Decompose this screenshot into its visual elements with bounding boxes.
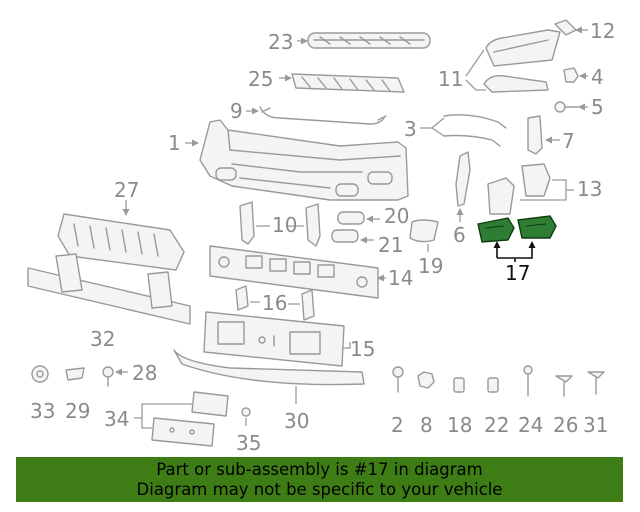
part-30-lower-valance — [173, 349, 365, 386]
callout-19: 19 — [418, 254, 443, 278]
callout-11: 11 — [438, 67, 463, 91]
part-15-plate-bracket — [203, 311, 345, 367]
notice-line-1: Part or sub-assembly is #17 in diagram — [156, 460, 483, 479]
callout-9: 9 — [230, 99, 243, 123]
notice-banner: Part or sub-assembly is #17 in diagram D… — [16, 457, 623, 502]
callout-6: 6 — [453, 223, 466, 247]
callout-30: 30 — [284, 409, 309, 433]
part-32-impact-bar — [27, 253, 191, 325]
callout-14: 14 — [388, 266, 413, 290]
callout-22: 22 — [484, 413, 509, 437]
callout-7: 7 — [562, 129, 575, 153]
callout-12: 12 — [590, 19, 615, 43]
callout-8: 8 — [420, 413, 433, 437]
callout-23: 23 — [268, 30, 293, 54]
part-10-brackets — [239, 201, 321, 247]
callout-3: 3 — [404, 117, 417, 141]
callout-26: 26 — [553, 413, 578, 437]
part-26-rivet — [555, 375, 573, 397]
part-31-rivet — [587, 371, 605, 395]
callout-5: 5 — [591, 95, 604, 119]
callout-2: 2 — [391, 413, 404, 437]
part-35-nut — [241, 407, 251, 417]
part-21-fog-bezel — [331, 229, 359, 243]
part-17-highlighted-brackets — [477, 215, 557, 243]
part-25-grille-insert — [291, 73, 405, 93]
part-1-front-bumper — [199, 119, 409, 201]
callout-18: 18 — [447, 413, 472, 437]
callout-17: 17 — [505, 261, 530, 285]
parts-diagram: 23 25 9 1 12 11 4 — [27, 19, 615, 455]
notice-line-2: Diagram may not be specific to your vehi… — [136, 480, 503, 499]
part-7-bracket — [527, 115, 543, 155]
part-33-nut — [31, 365, 49, 383]
callout-27: 27 — [114, 178, 139, 202]
callout-16: 16 — [262, 291, 287, 315]
callout-10: 10 — [272, 213, 297, 237]
part-34-plates — [151, 391, 229, 447]
part-19-trim-cover — [409, 219, 439, 243]
callout-4: 4 — [591, 65, 604, 89]
part-22-clip — [487, 377, 499, 393]
part-5-push-pin — [554, 101, 579, 113]
part-3-trim-bars — [443, 114, 507, 147]
part-24-stud — [523, 365, 533, 397]
callout-24: 24 — [518, 413, 543, 437]
part-18-clip — [453, 377, 465, 393]
part-28-push-pin — [102, 366, 114, 387]
callout-29: 29 — [65, 399, 90, 423]
part-16-brackets — [235, 285, 315, 321]
part-29-clip — [65, 367, 85, 381]
part-20-fog-bezel — [337, 211, 365, 225]
callout-21: 21 — [378, 233, 403, 257]
callout-35: 35 — [236, 431, 261, 455]
callout-25: 25 — [248, 67, 273, 91]
part-2-bolt — [392, 366, 404, 393]
callout-13: 13 — [577, 177, 602, 201]
callout-28: 28 — [132, 361, 157, 385]
part-13-brackets — [487, 163, 551, 215]
part-23-grille-strip — [307, 32, 431, 49]
part-11-fascia-trim — [483, 29, 561, 93]
part-14-center-plate — [209, 245, 379, 299]
callout-31: 31 — [583, 413, 608, 437]
part-27-reinforcement — [57, 213, 185, 271]
part-4-clip — [563, 67, 579, 83]
callout-15: 15 — [350, 337, 375, 361]
part-6-side-strip — [455, 151, 471, 207]
callout-20: 20 — [384, 204, 409, 228]
part-8-nut — [417, 371, 435, 389]
callout-1: 1 — [168, 131, 181, 155]
callout-32: 32 — [90, 327, 115, 351]
callout-34: 34 — [104, 407, 129, 431]
part-9-upper-trim — [259, 106, 387, 125]
callout-33: 33 — [30, 399, 55, 423]
